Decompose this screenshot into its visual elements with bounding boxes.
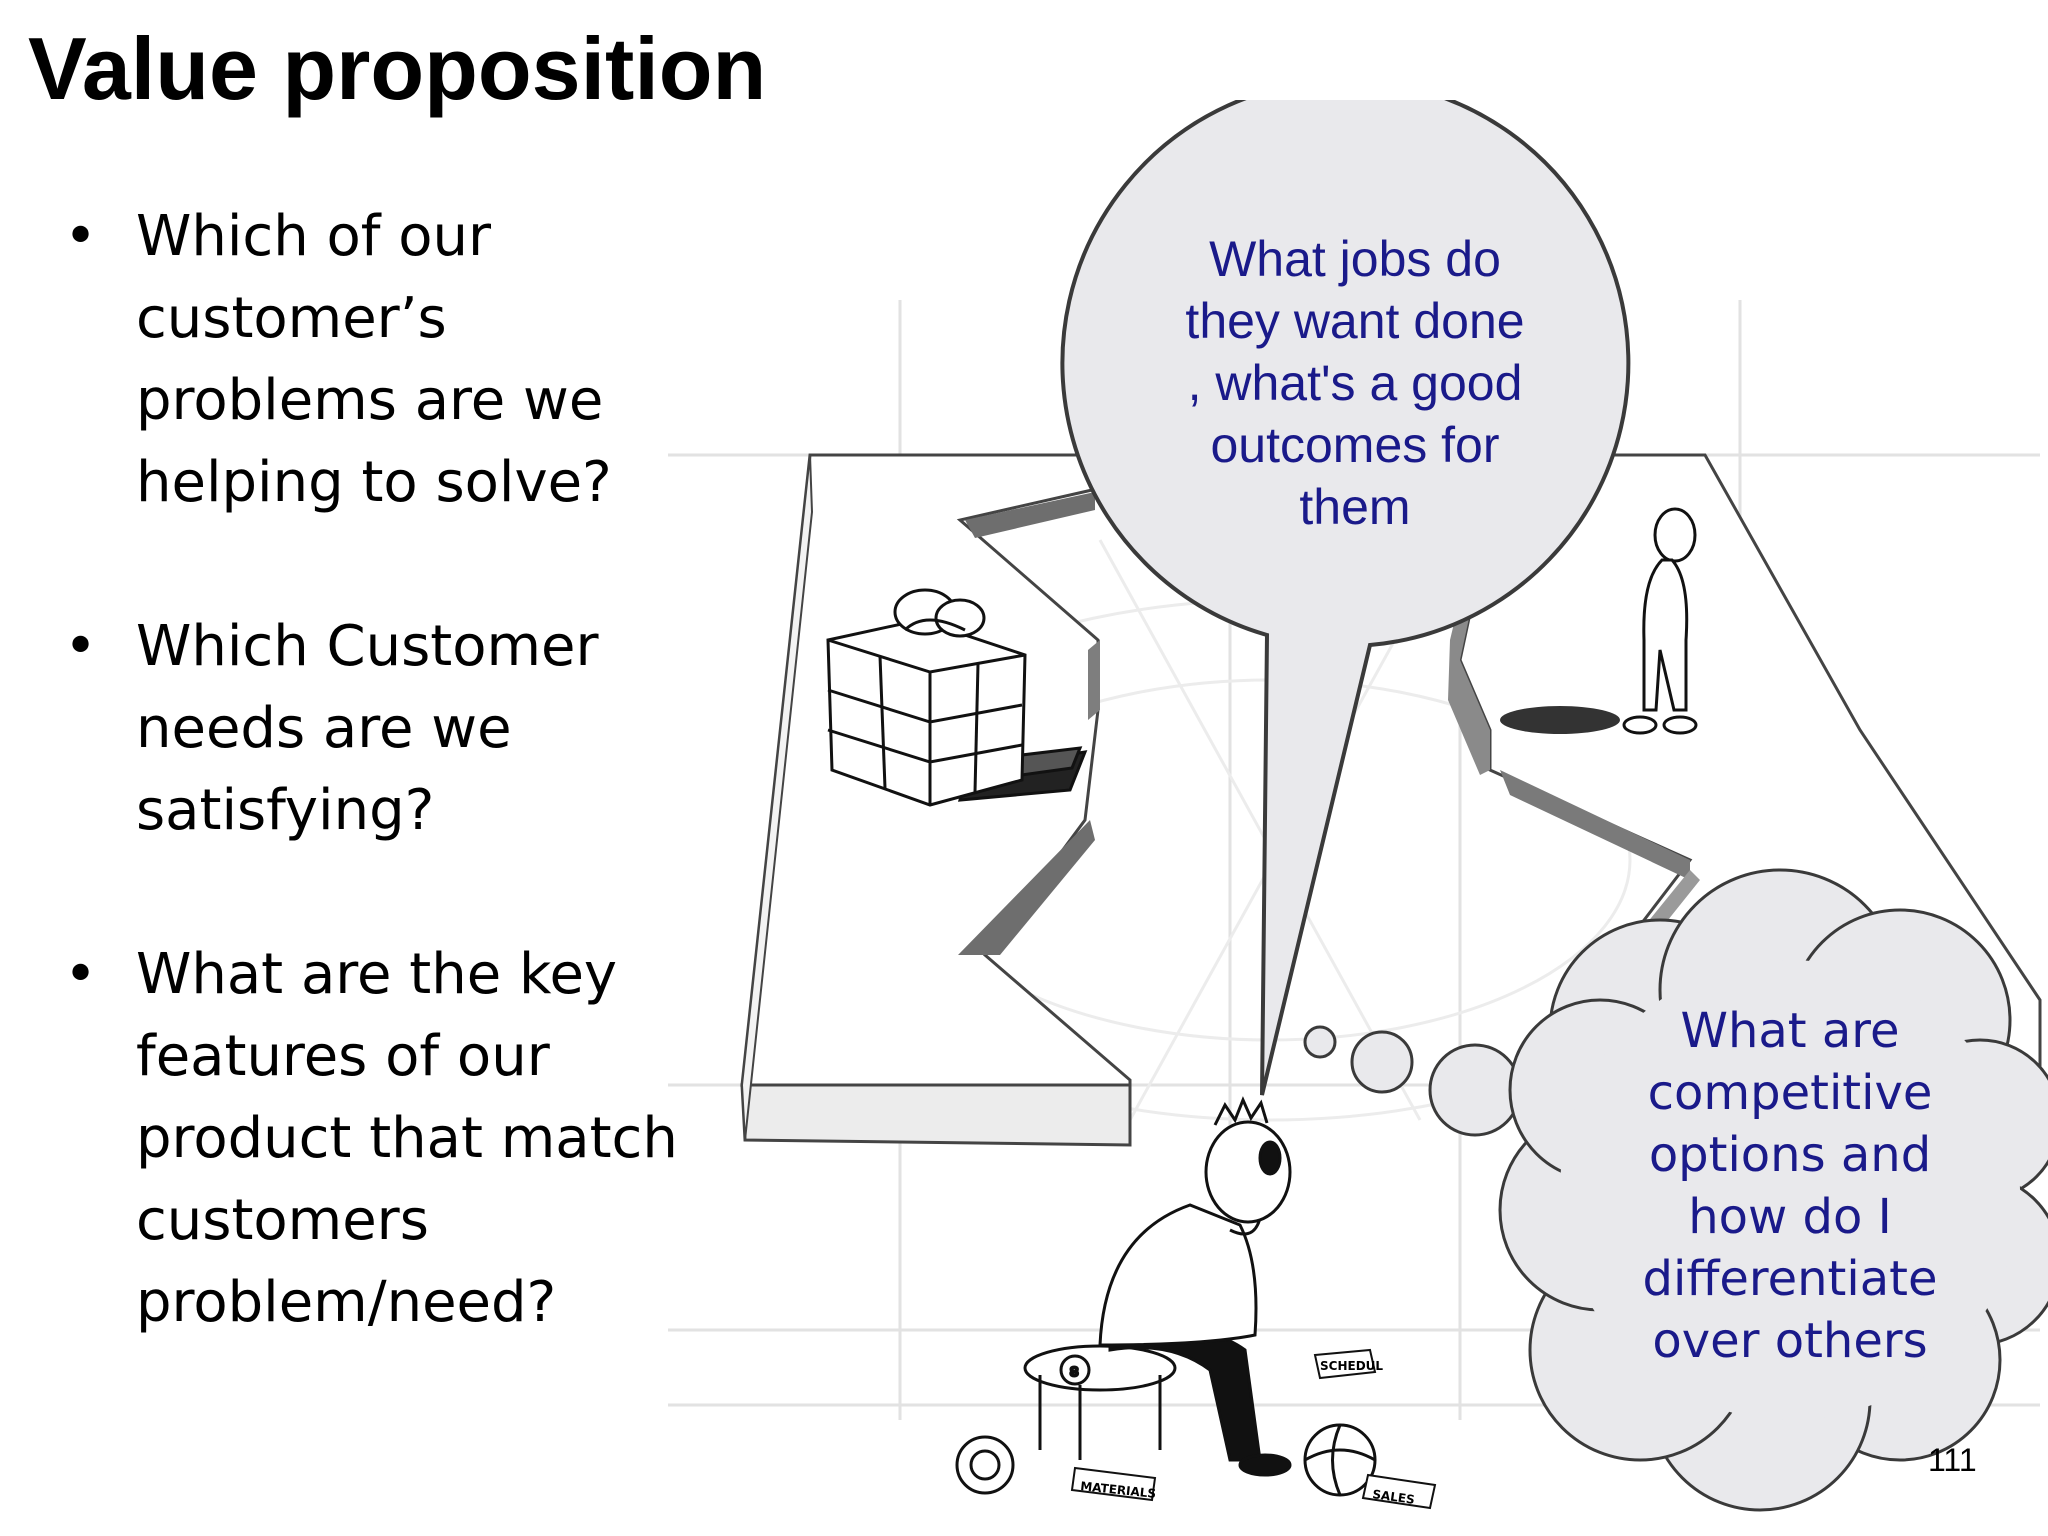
bullet-dot: • xyxy=(64,614,98,679)
slide-title: Value proposition xyxy=(28,19,767,118)
bullet-item-problems: • Which of our customer’s problems are w… xyxy=(56,196,696,524)
thought-dot-medium xyxy=(1350,1030,1414,1094)
gift-box-icon xyxy=(826,588,1088,807)
thought-cloud-text: What are competitive options and how do … xyxy=(1642,1003,1938,1369)
bullet-text: What are the key features of our product… xyxy=(136,942,678,1335)
illustration-tag-schedule: SCHEDUL xyxy=(1313,1348,1383,1380)
ball-number: 8 xyxy=(1070,1365,1078,1379)
thought-dot-small xyxy=(1303,1025,1337,1059)
bullet-dot: • xyxy=(64,204,98,269)
thinking-man-icon: 8 xyxy=(955,1096,1377,1497)
bullet-item-needs: • Which Customer needs are we satisfying… xyxy=(56,606,696,852)
bullet-list: • Which of our customer’s problems are w… xyxy=(56,196,696,1426)
speech-bubble xyxy=(1060,100,1631,1096)
svg-text:SALES: SALES xyxy=(1372,1487,1416,1507)
bullet-dot: • xyxy=(64,942,98,1007)
thought-cloud xyxy=(1498,868,2048,1512)
speech-bubble-text: What jobs do they want done , what's a g… xyxy=(1185,231,1525,535)
bullet-text: Which Customer needs are we satisfying? xyxy=(136,614,599,843)
illustration-tag-sales: SALES xyxy=(1361,1473,1437,1510)
page-number: 111 xyxy=(1928,1442,1977,1478)
illustration-tag-materials: MATERIALS xyxy=(1070,1466,1157,1502)
thought-dot-large xyxy=(1428,1043,1522,1137)
standing-person-icon xyxy=(1500,507,1698,735)
value-proposition-canvas-illustration: 8 SCHEDUL MATERIALS SALES xyxy=(668,100,2048,1512)
bullet-text: Which of our customer’s problems are we … xyxy=(136,204,612,515)
svg-text:SCHEDUL: SCHEDUL xyxy=(1320,1359,1383,1373)
bullet-item-features: • What are the key features of our produ… xyxy=(56,934,696,1344)
